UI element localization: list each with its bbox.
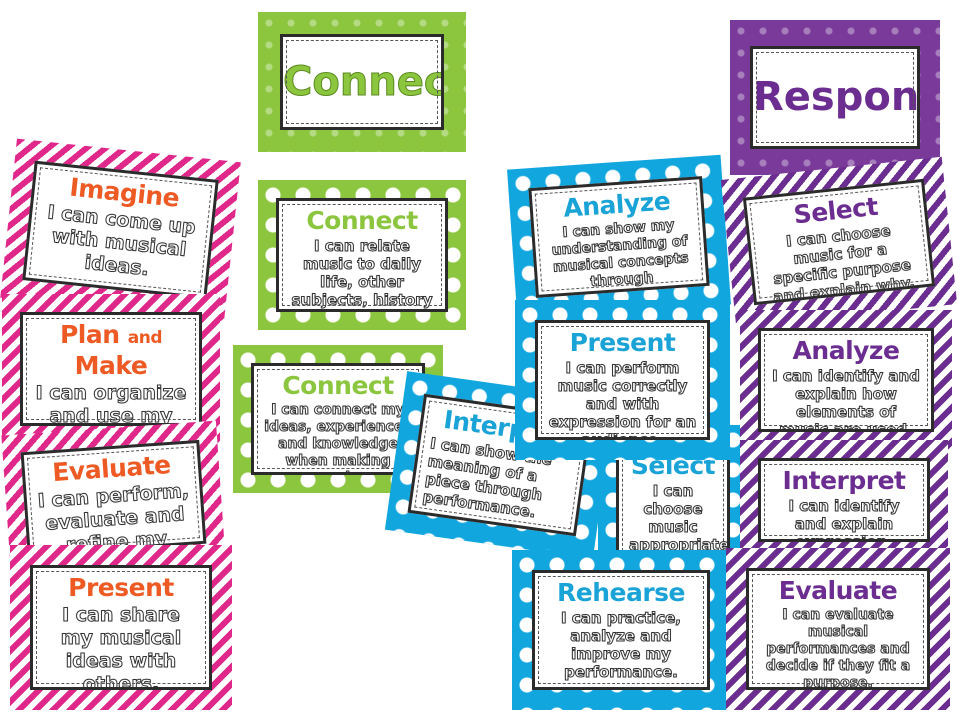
rehearse-blue-body: I can practice, analyze and improve my p… <box>561 609 682 682</box>
analyze-blue-body: I can show my understanding of musical c… <box>551 217 690 298</box>
imagine-inner: Imagine I can come up with musical ideas… <box>22 160 219 300</box>
present-pink-inner: Present I can share my musical ideas wit… <box>30 565 212 690</box>
connect-1-body: I can relate music to daily life, other … <box>291 237 433 310</box>
analyze-purple-card: Analyze I can identify and explain how e… <box>740 310 952 450</box>
evaluate-purple-body: I can evaluate musical performances and … <box>765 607 911 690</box>
connect-header-inner: Connect <box>280 34 444 130</box>
plan-word: Plan <box>59 320 120 349</box>
connect-2-title: Connect <box>282 371 394 400</box>
evaluate-purple-inner: Evaluate I can evaluate musical performa… <box>746 568 930 690</box>
present-blue-body: I can perform music correctly and with e… <box>548 359 697 440</box>
and-word: and <box>127 328 163 348</box>
plan-make-title: Plan and Make <box>33 321 189 380</box>
rehearse-blue-inner: Rehearse I can practice, analyze and imp… <box>532 570 710 690</box>
interpret-purple-body: I can identify and explain expression. <box>788 497 900 542</box>
rehearse-blue-title: Rehearse <box>557 578 686 607</box>
select-blue-inner: Select I can choose music appropriate fo… <box>616 443 730 557</box>
select-blue-body: I can choose music appropriate for diffe… <box>629 482 730 555</box>
respond-header-card: Respond <box>730 20 940 175</box>
interpret-purple-card: Interpret I can identify and explain exp… <box>740 440 948 560</box>
connect-1-title: Connect <box>306 206 418 235</box>
evaluate-purple-title: Evaluate <box>778 576 898 605</box>
imagine-body: I can come up with musical ideas. <box>46 201 197 281</box>
select-purple-body: I can choose music for a specific purpos… <box>772 221 916 306</box>
evaluate-pink-inner: Evaluate I can perform, evaluate and ref… <box>20 439 207 557</box>
analyze-blue-inner: Analyze I can show my understanding of m… <box>528 176 710 298</box>
respond-header-title: Respond <box>753 74 920 120</box>
respond-header-inner: Respond <box>750 46 920 149</box>
evaluate-purple-card: Evaluate I can evaluate musical performa… <box>726 548 950 710</box>
present-pink-card: Present I can share my musical ideas wit… <box>10 545 232 710</box>
present-blue-card: Present I can perform music correctly an… <box>515 300 730 460</box>
connect-1-inner: Connect I can relate music to daily life… <box>276 198 448 312</box>
present-blue-title: Present <box>569 328 676 357</box>
analyze-blue-card: Analyze I can show my understanding of m… <box>507 154 731 320</box>
select-purple-card: Select I can choose music for a specific… <box>720 156 958 328</box>
analyze-purple-title: Analyze <box>792 336 900 365</box>
connect-header-card: Connect <box>258 12 466 152</box>
connect-2-body: I can connect my ideas, experiences and … <box>264 402 413 473</box>
plan-make-card: Plan and Make I can organize and use my … <box>2 294 220 444</box>
present-pink-body: I can share my musical ideas with others… <box>60 604 182 690</box>
connect-card-1: Connect I can relate music to daily life… <box>258 180 466 330</box>
analyze-purple-inner: Analyze I can identify and explain how e… <box>758 328 934 432</box>
make-word: Make <box>74 351 148 380</box>
select-purple-inner: Select I can choose music for a specific… <box>742 178 936 306</box>
rehearse-blue-card: Rehearse I can practice, analyze and imp… <box>512 550 730 710</box>
present-pink-title: Present <box>68 573 174 602</box>
present-blue-inner: Present I can perform music correctly an… <box>535 320 710 440</box>
plan-make-inner: Plan and Make I can organize and use my … <box>20 312 202 426</box>
analyze-purple-body: I can identify and explain how elements … <box>772 367 921 432</box>
interpret-purple-title: Interpret <box>782 466 906 495</box>
plan-make-body: I can organize and use my artistic ideas… <box>35 382 187 426</box>
connect-header-title: Connect <box>283 59 441 106</box>
interpret-purple-inner: Interpret I can identify and explain exp… <box>758 458 930 542</box>
